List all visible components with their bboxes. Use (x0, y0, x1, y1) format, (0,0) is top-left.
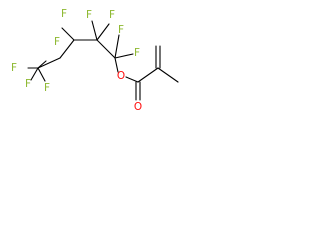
atom-o-carbonyl: O (134, 101, 142, 113)
bond-cf3-f-bottom (30, 67, 39, 81)
molecule-structure: F F F F F F F F F O O (11, 8, 179, 113)
bond-cf2-f-a (91, 20, 98, 41)
bond-o-carbonyl-c (125, 76, 139, 83)
bond-chf-f (61, 27, 75, 41)
atom-f-mid-left: F (54, 36, 60, 48)
atom-f-top-right: F (109, 9, 115, 21)
atom-o-ester: O (117, 70, 125, 82)
atom-label-layer: F F F F F F F F F O O (11, 8, 142, 113)
bond-layer (27, 20, 179, 101)
bond-alpha-methyl (157, 67, 179, 83)
atom-f-bottom-left: F (25, 78, 31, 90)
bond-carbonyl-c-alpha (137, 67, 159, 83)
atom-f-mid-b: F (134, 47, 140, 59)
bond-ch2-chf (59, 39, 75, 59)
bond-cf2-cf2o (96, 39, 116, 59)
atom-f-top-mid: F (86, 9, 92, 21)
atom-f-top-left: F (61, 8, 67, 20)
atom-f-mid-a: F (118, 24, 124, 36)
bond-cf2o-f-a (114, 34, 120, 59)
bond-cf2-f-b (96, 23, 110, 41)
bond-cf3-ch2 (37, 57, 61, 69)
bond-cf2o-o (114, 57, 119, 73)
bond-cf3-f-bottom-right (37, 67, 46, 82)
atom-f-left: F (11, 62, 17, 74)
atom-f-bottom: F (44, 82, 50, 94)
bond-cf2o-f-b (114, 53, 134, 59)
